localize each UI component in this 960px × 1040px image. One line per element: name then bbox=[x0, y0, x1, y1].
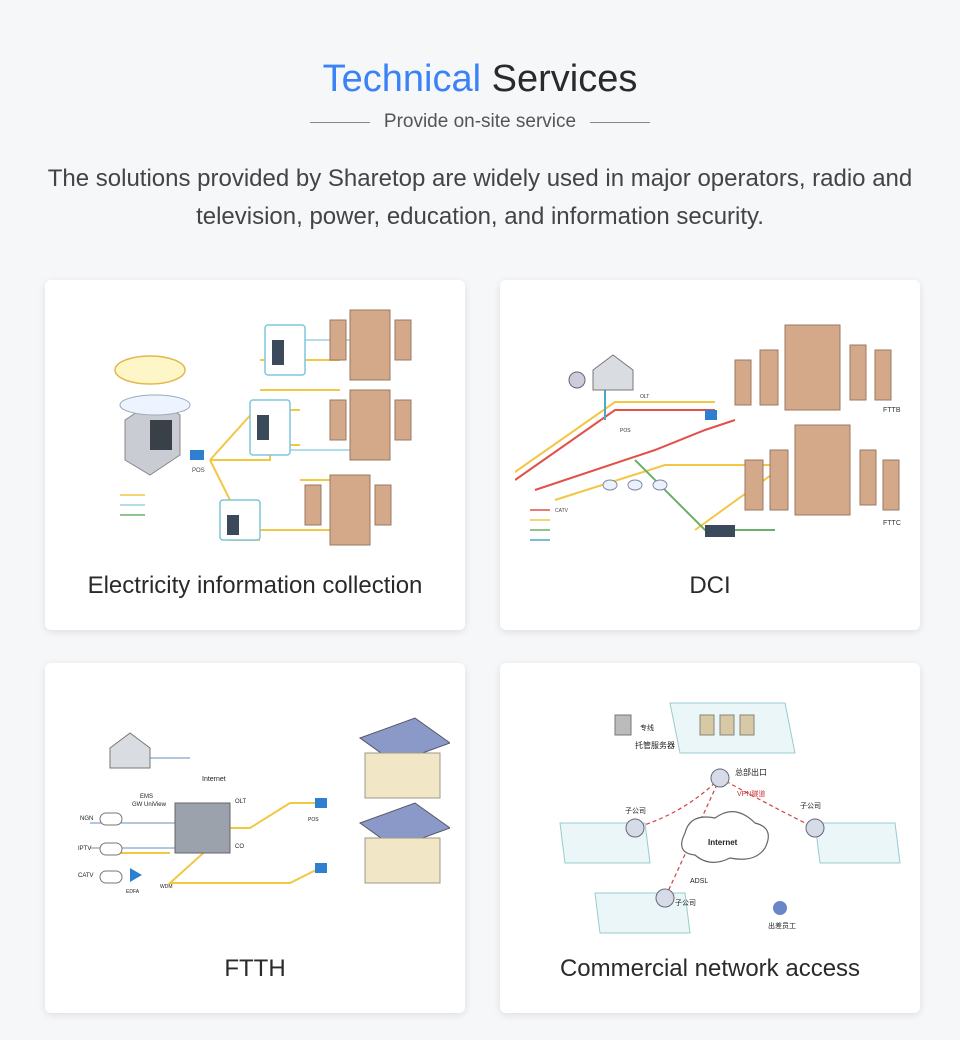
label-internet: Internet bbox=[708, 838, 738, 847]
card-dci[interactable]: FTTB FTTC OLT POS CATV DCI bbox=[500, 280, 920, 630]
card-electricity[interactable]: POS Electricity information collection bbox=[45, 280, 465, 630]
label-internet: Internet bbox=[202, 776, 226, 783]
label-wdm: WDM bbox=[160, 884, 173, 890]
label-edfa: EDFA bbox=[126, 889, 140, 895]
section-description: The solutions provided by Sharetop are w… bbox=[47, 165, 913, 230]
card-commercial-network[interactable]: 托管服务器 专线 总部出口 VPN隧道 Internet 子公司 子公司 子公司… bbox=[500, 663, 920, 1013]
label-gw: GW UniView bbox=[132, 802, 167, 808]
label-pos: POS bbox=[308, 817, 319, 823]
label-fttb: FTTB bbox=[883, 407, 901, 414]
label-branch-1: 子公司 bbox=[625, 807, 646, 815]
title-highlight: Technical bbox=[322, 58, 482, 100]
subtitle-divider-left bbox=[309, 121, 370, 123]
label-adsl: ADSL bbox=[690, 878, 708, 885]
label-catv: CATV bbox=[555, 508, 569, 514]
label-branch-2: 子公司 bbox=[800, 802, 821, 810]
section-title: Technical Services bbox=[0, 56, 960, 102]
title-rest: Services bbox=[491, 58, 638, 100]
subtitle-text: Provide on-site service bbox=[383, 111, 577, 132]
ftth-diagram: Internet EMS GW UniView NGN IPTV CATV OL… bbox=[78, 717, 450, 895]
card-caption: DCI bbox=[689, 572, 731, 599]
label-hq-exit: 总部出口 bbox=[735, 767, 767, 777]
commercial-network-diagram: 托管服务器 专线 总部出口 VPN隧道 Internet 子公司 子公司 子公司… bbox=[559, 702, 901, 934]
card-ftth[interactable]: Internet EMS GW UniView NGN IPTV CATV OL… bbox=[45, 663, 465, 1013]
label-ems: EMS bbox=[140, 794, 153, 800]
label-catv: CATV bbox=[78, 873, 94, 879]
label-vpn: VPN隧道 bbox=[737, 789, 765, 798]
label-pos: POS bbox=[192, 468, 205, 474]
label-ngn: NGN bbox=[80, 816, 93, 822]
label-dedicated: 专线 bbox=[640, 723, 654, 732]
label-branch-3: 子公司 bbox=[675, 899, 696, 907]
label-fttc: FTTC bbox=[883, 520, 901, 527]
subtitle-divider-right bbox=[590, 121, 651, 123]
card-caption: Commercial network access bbox=[559, 955, 861, 982]
label-iptv: IPTV bbox=[78, 846, 91, 852]
label-remote: 出差员工 bbox=[768, 921, 796, 930]
subtitle-row: Provide on-site service bbox=[0, 110, 960, 134]
label-pos: POS bbox=[620, 428, 631, 434]
label-olt: OLT bbox=[640, 394, 649, 400]
label-olt: OLT bbox=[235, 799, 247, 805]
card-caption: Electricity information collection bbox=[87, 572, 423, 599]
card-caption: FTTH bbox=[224, 955, 286, 982]
dci-diagram: FTTB FTTC OLT POS CATV bbox=[515, 324, 901, 541]
label-hosting: 托管服务器 bbox=[635, 740, 675, 750]
electricity-diagram: POS bbox=[114, 309, 412, 546]
label-co: CO bbox=[235, 844, 244, 850]
